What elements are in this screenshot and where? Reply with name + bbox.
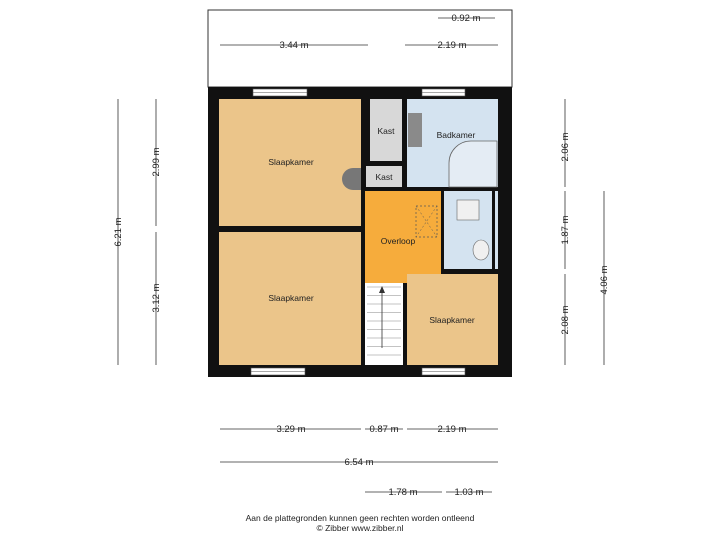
dim-bottom-087: 0.87 m <box>369 424 398 435</box>
bathroom-sink-icon <box>456 199 480 221</box>
dim-right-406: 4.06 m <box>599 265 610 294</box>
dim-bottom-654: 6.54 m <box>344 457 373 468</box>
room-kast-1 <box>370 99 402 161</box>
dim-right-187: 1.87 m <box>560 215 571 244</box>
dim-right-208: 2.08 m <box>560 305 571 334</box>
stair-steps <box>367 286 401 356</box>
dim-top-219: 2.19 m <box>437 40 466 51</box>
dim-bottom-219: 2.19 m <box>437 424 466 435</box>
room-stair <box>365 283 403 365</box>
label-badkamer: Badkamer <box>437 130 476 140</box>
room-kast-2 <box>366 166 402 187</box>
label-slaapkamer-small: Slaapkamer <box>429 315 475 325</box>
dim-bottom-178: 1.78 m <box>388 487 417 498</box>
stair-arrow-icon <box>379 286 385 293</box>
shaft <box>495 191 498 269</box>
sink-icon <box>408 113 422 147</box>
label-slaapkamer-bottom: Slaapkamer <box>268 293 314 303</box>
dim-left-621: 6.21 m <box>113 217 124 246</box>
dim-top-344: 3.44 m <box>279 40 308 51</box>
dim-left-312: 3.12 m <box>151 283 162 312</box>
dim-left-299: 2.99 m <box>151 147 162 176</box>
room-slaapkamer-small <box>407 274 498 365</box>
chimney-icon <box>342 168 361 190</box>
dim-bottom-103: 1.03 m <box>454 487 483 498</box>
label-kast-1: Kast <box>377 126 395 136</box>
dim-bottom-329: 3.29 m <box>276 424 305 435</box>
toilet-icon <box>472 239 490 261</box>
footer-disclaimer: Aan de plattegronden kunnen geen rechten… <box>245 513 475 523</box>
dim-top-092: 0.92 m <box>451 13 480 24</box>
shower-icon <box>448 140 498 188</box>
roof-outline <box>207 9 513 88</box>
room-slaapkamer-top <box>219 99 361 226</box>
label-kast-2: Kast <box>375 172 393 182</box>
dim-right-206: 2.06 m <box>560 132 571 161</box>
room-slaapkamer-bottom <box>219 232 361 365</box>
label-overloop: Overloop <box>381 236 416 246</box>
footer-copyright: © Zibber www.zibber.nl <box>316 523 404 533</box>
hatch-icon <box>415 205 438 238</box>
label-slaapkamer-top: Slaapkamer <box>268 157 314 167</box>
